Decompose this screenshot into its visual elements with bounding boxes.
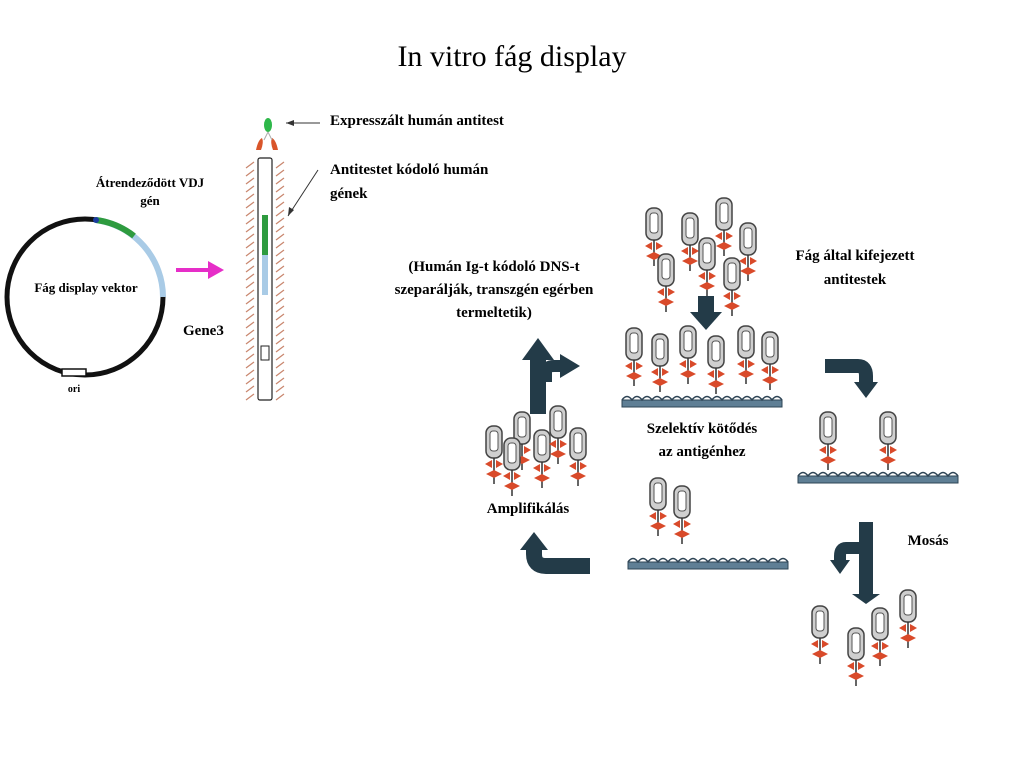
antigen-binding-surface <box>621 325 783 408</box>
human-ig-label-line1: (Humán Ig-t kódoló DNS-t <box>408 259 579 275</box>
washed-phages <box>810 589 918 687</box>
vdj-label-line2: gén <box>140 193 160 208</box>
vector-label: Fág display vektor <box>34 280 138 295</box>
phage-display-vector <box>4 216 166 378</box>
branch-arrow <box>522 338 580 414</box>
phage-expressed-label-line2: antitestek <box>824 272 887 288</box>
amplification-cluster <box>484 405 588 497</box>
eluted-phages-surface <box>627 477 789 570</box>
coding-genes-label-line1: Antitestet kódoló humán <box>330 162 489 178</box>
expressed-antibody-label: Expresszált humán antitest <box>330 113 504 129</box>
pointer-arrows <box>286 120 320 217</box>
phage-particle <box>245 118 285 401</box>
amplification-label: Amplifikálás <box>487 501 570 517</box>
selective-binding-label-line1: Szelektív kötődés <box>647 421 758 437</box>
arrow-to-bound <box>825 359 878 398</box>
gene3-label: Gene3 <box>183 323 224 339</box>
bound-phages-surface <box>797 411 959 484</box>
selective-binding-label-line2: az antigénhez <box>658 444 745 460</box>
magenta-arrow <box>176 261 224 279</box>
page-title: In vitro fág display <box>397 40 626 73</box>
vdj-label-line1: Átrendeződött VDJ <box>96 175 205 190</box>
phage-expressed-label-line1: Fág által kifejezett <box>795 248 914 264</box>
washing-arrow <box>830 522 880 604</box>
coding-genes-label-line2: gének <box>330 186 368 202</box>
arrow-to-amplification <box>520 532 590 574</box>
human-ig-label-line2: szeparálják, transzgén egérben <box>395 282 594 298</box>
arrow-down-to-binding <box>690 296 722 330</box>
washing-label: Mosás <box>908 533 949 549</box>
ori-label: ori <box>68 384 80 395</box>
human-ig-label-line3: termeltetik) <box>456 305 532 321</box>
